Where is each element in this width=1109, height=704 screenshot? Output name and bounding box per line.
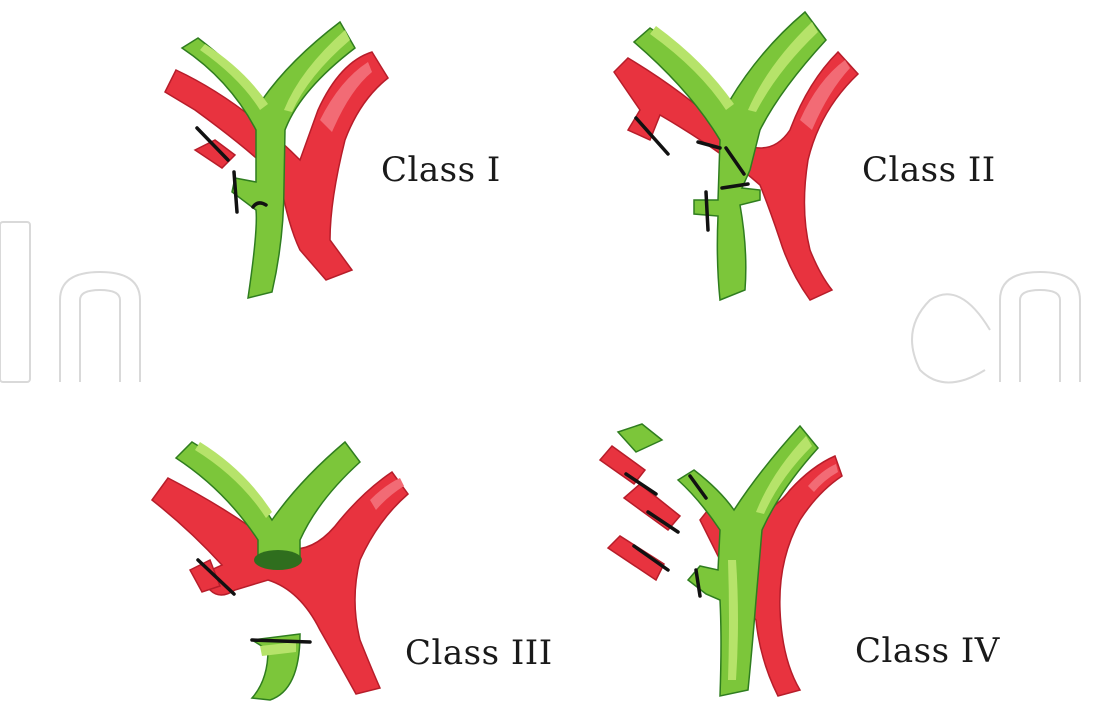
vein-cut-end [254,550,302,570]
label-class-1: Class I [381,150,501,190]
panel-class-3: Class III [152,442,553,700]
panel-class-4: Class IV [600,424,1001,696]
panel-class-2: Class II [614,12,996,300]
label-class-4: Class IV [855,631,1001,671]
label-class-2: Class II [862,150,996,190]
label-class-3: Class III [405,633,553,673]
watermark [0,222,1080,383]
panel-class-1: Class I [165,22,501,298]
